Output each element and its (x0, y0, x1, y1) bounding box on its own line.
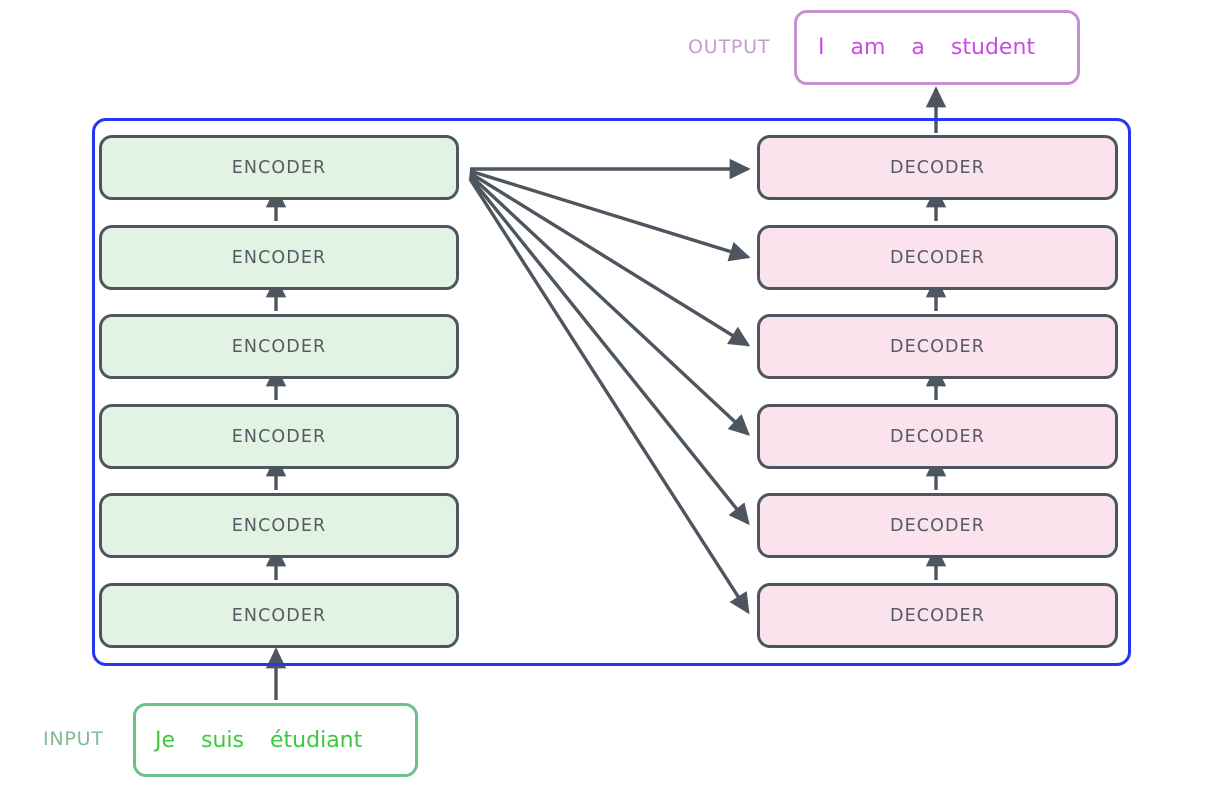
encoder-block-label: ENCODER (231, 157, 327, 178)
decoder-block-label: DECODER (890, 157, 985, 178)
decoder-block-label: DECODER (890, 426, 985, 447)
input-sentence-box[interactable]: Je suis étudiant (133, 703, 418, 777)
output-token: student (950, 35, 1036, 60)
output-token: I (818, 35, 825, 60)
input-token: suis (201, 727, 245, 753)
decoder-block-6[interactable]: DECODER (757, 583, 1118, 648)
input-token: Je (155, 727, 176, 753)
decoder-block-3[interactable]: DECODER (757, 314, 1118, 379)
encoder-block-1[interactable]: ENCODER (99, 135, 459, 200)
encoder-block-label: ENCODER (231, 426, 327, 447)
encoder-decoder-container (92, 118, 1131, 666)
decoder-block-label: DECODER (890, 336, 985, 357)
output-token: a (911, 35, 925, 60)
encoder-block-2[interactable]: ENCODER (99, 225, 459, 290)
encoder-block-6[interactable]: ENCODER (99, 583, 459, 648)
encoder-block-5[interactable]: ENCODER (99, 493, 459, 558)
input-token: étudiant (270, 727, 363, 753)
decoder-block-5[interactable]: DECODER (757, 493, 1118, 558)
encoder-block-label: ENCODER (231, 515, 327, 536)
decoder-block-1[interactable]: DECODER (757, 135, 1118, 200)
decoder-block-label: DECODER (890, 605, 985, 626)
encoder-block-label: ENCODER (231, 247, 327, 268)
decoder-block-2[interactable]: DECODER (757, 225, 1118, 290)
output-token: am (850, 35, 886, 60)
encoder-block-4[interactable]: ENCODER (99, 404, 459, 469)
output-sentence-box[interactable]: I am a student (794, 10, 1080, 85)
input-label: INPUT (43, 728, 104, 750)
decoder-block-4[interactable]: DECODER (757, 404, 1118, 469)
encoder-block-label: ENCODER (231, 605, 327, 626)
decoder-block-label: DECODER (890, 247, 985, 268)
decoder-block-label: DECODER (890, 515, 985, 536)
encoder-block-label: ENCODER (231, 336, 327, 357)
encoder-block-3[interactable]: ENCODER (99, 314, 459, 379)
output-label: OUTPUT (688, 36, 771, 58)
